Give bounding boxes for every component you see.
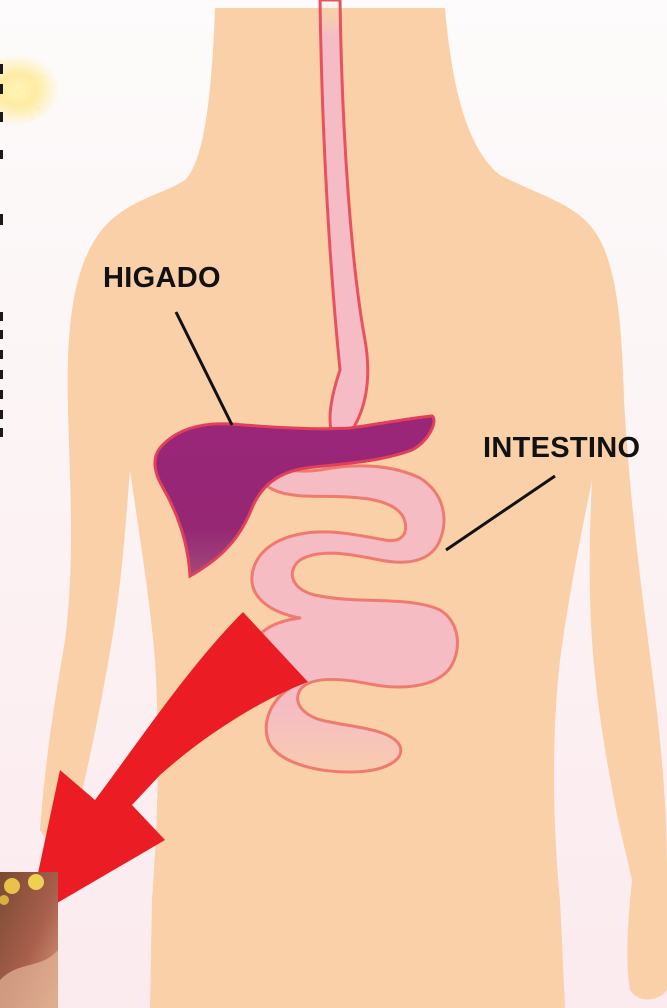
intestine-label: INTESTINO — [483, 432, 640, 465]
food-photo-icon — [0, 872, 58, 1008]
left-text-fragments — [0, 64, 3, 437]
sparkle-glow-icon — [0, 54, 60, 126]
liver-label: HIGADO — [103, 262, 221, 295]
